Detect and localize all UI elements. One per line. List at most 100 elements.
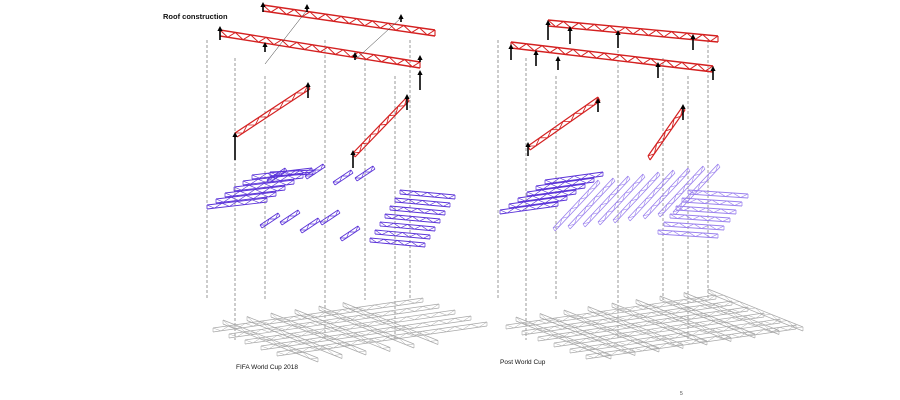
load-arrow-icon xyxy=(352,52,358,60)
secondary-truss xyxy=(627,169,676,222)
secondary-truss xyxy=(517,189,577,203)
secondary-truss xyxy=(642,167,691,220)
panel-post-world-cup xyxy=(497,19,804,360)
load-arrow-icon xyxy=(690,34,696,50)
base-truss xyxy=(260,315,472,351)
load-arrow-icon xyxy=(305,82,311,98)
base-truss xyxy=(569,318,781,354)
secondary-truss xyxy=(369,237,426,248)
base-truss xyxy=(318,305,415,349)
secondary-truss xyxy=(657,165,706,218)
secondary-truss xyxy=(499,201,559,215)
load-arrow-icon xyxy=(680,104,686,120)
panel-fifa-world-cup-2018 xyxy=(206,2,488,363)
load-arrow-icon xyxy=(533,50,539,66)
base-truss xyxy=(537,306,749,342)
load-arrow-icon xyxy=(304,4,310,12)
secondary-roof-trusses xyxy=(499,163,749,239)
load-arrow-icon xyxy=(350,150,356,168)
primary-truss xyxy=(547,19,719,43)
diagram-title: Roof construction xyxy=(163,12,228,21)
load-arrow-icon xyxy=(232,132,238,160)
load-arrow-icon xyxy=(545,20,551,40)
secondary-truss xyxy=(394,197,451,208)
diagonal-truss xyxy=(352,96,410,158)
secondary-truss xyxy=(215,191,277,204)
secondary-truss xyxy=(567,177,616,230)
secondary-truss xyxy=(379,221,436,232)
base-truss xyxy=(707,288,804,332)
base-truss xyxy=(659,295,756,339)
diagonal-truss xyxy=(647,105,686,161)
base-truss xyxy=(539,313,636,356)
load-arrow-icon xyxy=(508,44,514,60)
base-truss xyxy=(635,299,732,342)
secondary-truss xyxy=(582,175,631,228)
secondary-roof-trusses xyxy=(206,163,456,248)
base-truss xyxy=(553,312,765,348)
base-truss xyxy=(342,302,439,345)
secondary-truss xyxy=(269,169,316,177)
secondary-truss xyxy=(233,179,295,192)
base-truss xyxy=(587,306,684,349)
base-truss xyxy=(222,319,319,363)
secondary-truss xyxy=(681,197,743,207)
secondary-truss xyxy=(544,171,604,185)
secondary-truss xyxy=(663,221,725,231)
load-arrow-icon xyxy=(567,26,573,44)
secondary-truss xyxy=(299,217,321,234)
vertical-guide-lines xyxy=(497,40,709,340)
secondary-truss xyxy=(597,173,646,226)
base-truss xyxy=(246,316,343,359)
secondary-truss xyxy=(384,213,441,224)
base-truss xyxy=(212,297,424,333)
secondary-truss xyxy=(279,209,301,226)
load-arrow-icon xyxy=(595,98,601,112)
load-arrow-icon xyxy=(217,26,223,40)
caption-fifa-world-cup-2018: FIFA World Cup 2018 xyxy=(236,364,299,371)
base-truss xyxy=(294,309,391,352)
secondary-truss xyxy=(552,179,601,232)
load-arrow-icon xyxy=(260,2,266,12)
secondary-truss xyxy=(526,183,586,197)
primary-roof-trusses xyxy=(219,4,436,158)
primary-roof-trusses xyxy=(510,19,719,161)
load-arrow-icon xyxy=(525,142,531,156)
diagonal-truss xyxy=(234,84,311,138)
base-truss xyxy=(521,300,733,336)
secondary-truss xyxy=(399,189,456,200)
primary-truss xyxy=(510,41,714,73)
base-truss xyxy=(276,321,488,357)
base-truss xyxy=(228,303,440,339)
secondary-truss xyxy=(535,177,595,191)
diagonal-truss xyxy=(527,96,601,151)
secondary-truss xyxy=(259,212,281,229)
secondary-truss xyxy=(687,189,749,199)
base-truss xyxy=(563,309,660,353)
load-arrow-icon xyxy=(417,70,423,90)
base-truss xyxy=(683,292,780,335)
base-truss xyxy=(244,309,456,345)
secondary-truss xyxy=(508,195,568,209)
base-truss xyxy=(515,316,612,360)
secondary-truss xyxy=(339,225,361,242)
page-number: 5 xyxy=(680,391,683,397)
load-arrow-icon xyxy=(710,66,716,80)
load-arrow-icon xyxy=(615,30,621,48)
secondary-truss xyxy=(374,229,431,240)
load-arrow-icon xyxy=(417,55,423,62)
load-arrow-icon xyxy=(655,62,661,78)
secondary-truss xyxy=(657,229,719,239)
primary-truss xyxy=(219,29,421,69)
secondary-truss xyxy=(332,169,354,186)
caption-post-world-cup: Post World Cup xyxy=(500,359,546,366)
load-arrow-icon xyxy=(555,56,561,70)
secondary-truss xyxy=(669,213,731,223)
secondary-truss xyxy=(224,185,286,198)
load-arrow-icon xyxy=(262,42,268,52)
base-structure-grid xyxy=(212,297,488,363)
secondary-truss xyxy=(319,209,341,226)
load-arrow-icon xyxy=(404,94,410,110)
base-truss xyxy=(270,312,367,356)
